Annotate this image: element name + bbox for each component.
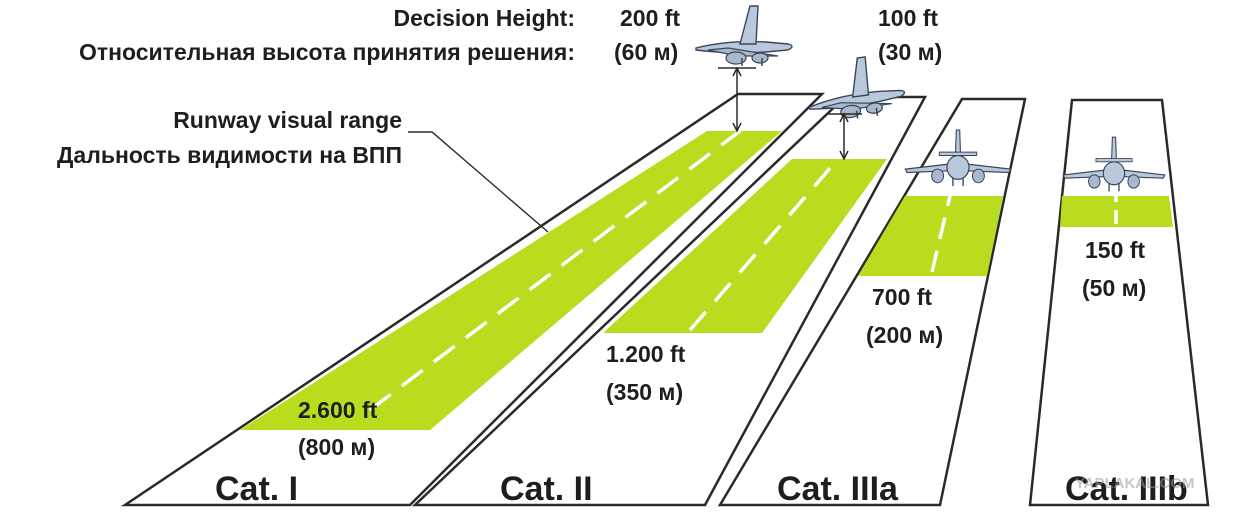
decision-height-marker-cat-2	[826, 112, 862, 161]
runway-cat-1-rvr-zone	[240, 131, 782, 430]
watermark: YAPLAKAL.COM	[1075, 475, 1194, 492]
decision-height-cat-2-ft: 100 ft	[878, 5, 938, 31]
runway-cat-3b: 150 ft (50 м) Cat. IIIb YAPLAKAL.COM	[1028, 98, 1210, 508]
runway-cat-2: 1.200 ft (350 м) Cat. II	[411, 95, 928, 508]
decision-height-cat-1-ft: 200 ft	[620, 5, 680, 31]
runway-cat-3a-rvr-ft: 700 ft	[872, 284, 932, 310]
runway-cat-1-rvr-ft: 2.600 ft	[298, 397, 378, 423]
runway-cat-3a-rvr-m: (200 м)	[866, 322, 943, 348]
runway-cat-2-label: Cat. II	[500, 470, 593, 508]
runway-cat-3b-rvr-ft: 150 ft	[1085, 237, 1145, 263]
runway-cat-3a-label: Cat. IIIa	[777, 470, 899, 508]
decision-height-label-ru: Относительная высота принятия решения:	[79, 39, 575, 65]
decision-height-marker-cat-1	[718, 66, 756, 133]
rvr-leader-line	[408, 131, 549, 233]
runway-cat-3a-centerline	[930, 195, 952, 273]
runway-cat-3a-rvr-zone	[858, 196, 1003, 276]
decision-height-header: Decision Height: Относительная высота пр…	[79, 5, 942, 65]
runway-cat-3a: 700 ft (200 м) Cat. IIIa	[717, 97, 1027, 508]
rvr-label-en: Runway visual range	[173, 107, 402, 133]
aircraft-cat-1-icon	[695, 5, 793, 67]
runway-cat-3b-label: Cat. IIIb	[1065, 470, 1188, 508]
rvr-label: Runway visual range Дальность видимости …	[57, 107, 549, 233]
runway-cat-3b-rvr-m: (50 м)	[1082, 275, 1146, 301]
runway-cat-2-rvr-zone	[603, 159, 887, 333]
runway-cat-2-rvr-m: (350 м)	[606, 379, 683, 405]
runway-cat-1: 2.600 ft (800 м) Cat. I	[120, 92, 826, 508]
runway-cat-2-rvr-ft: 1.200 ft	[606, 341, 686, 367]
runway-cat-1-label: Cat. I	[215, 470, 298, 508]
rvr-label-ru: Дальность видимости на ВПП	[57, 142, 402, 168]
decision-height-label-en: Decision Height:	[394, 5, 575, 31]
decision-height-cat-1-m: (60 м)	[614, 39, 678, 65]
decision-height-cat-2-m: (30 м)	[878, 39, 942, 65]
runway-cat-1-rvr-m: (800 м)	[298, 434, 375, 460]
